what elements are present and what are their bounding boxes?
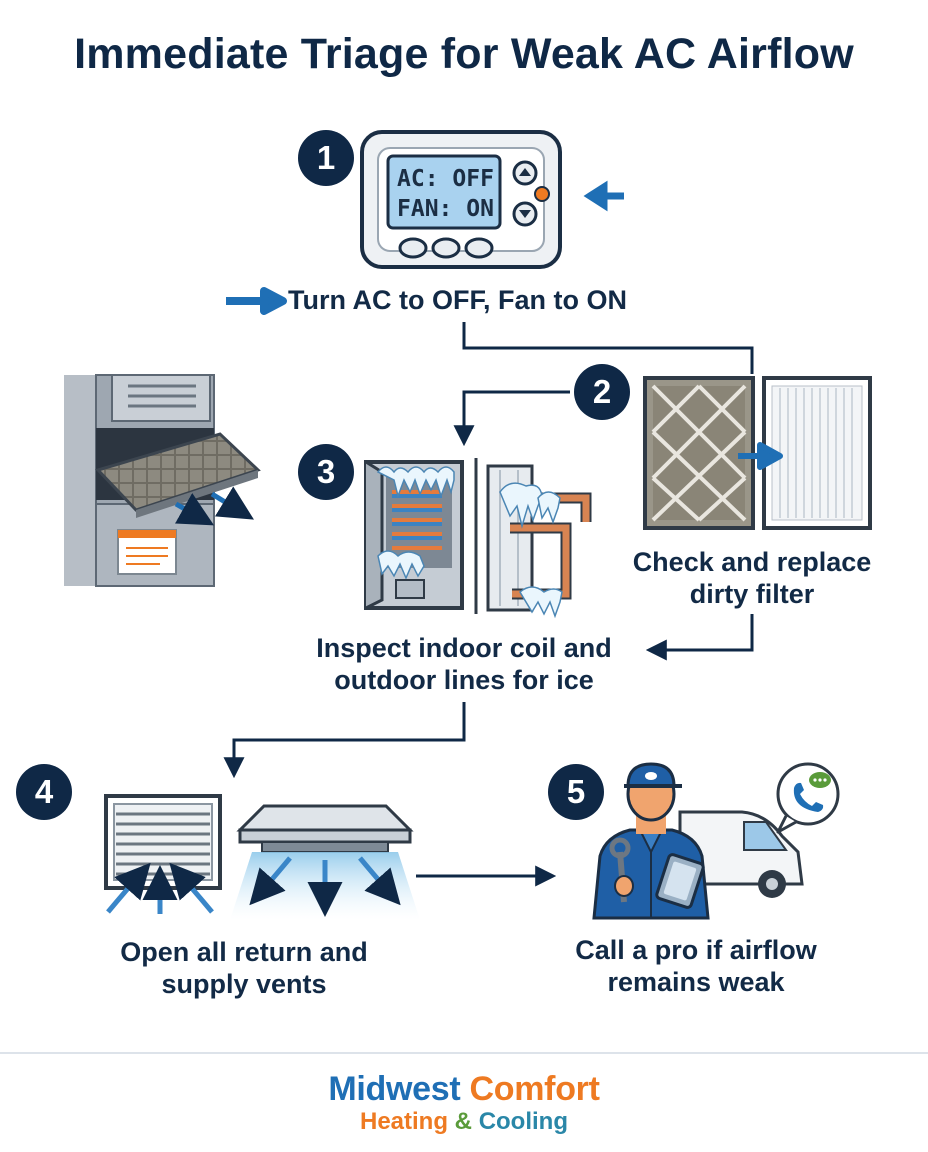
step-1-label: Turn AC to OFF, Fan to ON <box>288 285 627 315</box>
step-3-label: Inspect indoor coil and outdoor lines fo… <box>294 632 634 696</box>
step-4-badge: 4 <box>16 764 72 820</box>
page-title: Immediate Triage for Weak AC Airflow <box>74 30 854 78</box>
brand-word-2: Comfort <box>469 1070 600 1108</box>
step-3-badge: 3 <box>298 444 354 500</box>
thermostat-line1: AC: OFF <box>397 166 494 192</box>
step-3-label-line2: outdoor lines for ice <box>334 665 594 695</box>
connector-to-step3 <box>645 614 754 661</box>
step-2-label-line1: Check and replace <box>632 547 872 577</box>
dirty-filter-icon <box>643 376 755 530</box>
frozen-lines-icon <box>486 464 592 619</box>
pointer-arrow-icon <box>583 180 624 212</box>
step-5-label: Call a pro if airflow remains weak <box>546 934 846 998</box>
step-4-label-line1: Open all return and <box>120 937 368 967</box>
footer-divider <box>0 1052 928 1054</box>
connector-1-2 <box>462 322 754 374</box>
furnace-filter-slot-icon <box>64 374 261 587</box>
brand-name: Midwest Comfort <box>0 1070 928 1109</box>
step-4-label-line2: supply vents <box>161 969 327 999</box>
brand-tagline: Heating & Cooling <box>0 1108 928 1136</box>
step-2-label-line2: dirty filter <box>689 579 815 609</box>
speech-bubble-phone-icon <box>776 762 840 834</box>
step-5-badge: 5 <box>548 764 604 820</box>
step-5-label-line2: remains weak <box>607 967 785 997</box>
frozen-coil-icon <box>364 460 464 610</box>
connector-2-3 <box>453 390 570 447</box>
step-2-label: Check and replace dirty filter <box>612 546 892 610</box>
label-arrow-icon <box>226 287 287 315</box>
step-4-label: Open all return and supply vents <box>94 936 394 1000</box>
brand-sub-1: Heating <box>359 1108 448 1135</box>
clean-filter-icon <box>762 376 872 530</box>
brand-sub-2: Cooling <box>478 1108 568 1135</box>
step-5-label-line1: Call a pro if airflow <box>575 935 817 965</box>
brand-word-1: Midwest <box>328 1070 461 1108</box>
thermostat-line2: FAN: ON <box>397 196 494 222</box>
step-3-label-line1: Inspect indoor coil and <box>316 633 612 663</box>
return-vent-icon <box>104 794 222 914</box>
connector-3-4 <box>223 702 466 779</box>
technician-icon <box>592 762 710 920</box>
step-2-badge: 2 <box>574 364 630 420</box>
brand-sub-amp: & <box>454 1108 473 1135</box>
supply-vent-icon <box>230 804 420 920</box>
service-van-icon <box>678 810 804 898</box>
step-1-badge: 1 <box>298 130 354 186</box>
replace-arrow-icon <box>738 442 783 470</box>
thermostat-icon: AC: OFF FAN: ON <box>360 130 562 269</box>
